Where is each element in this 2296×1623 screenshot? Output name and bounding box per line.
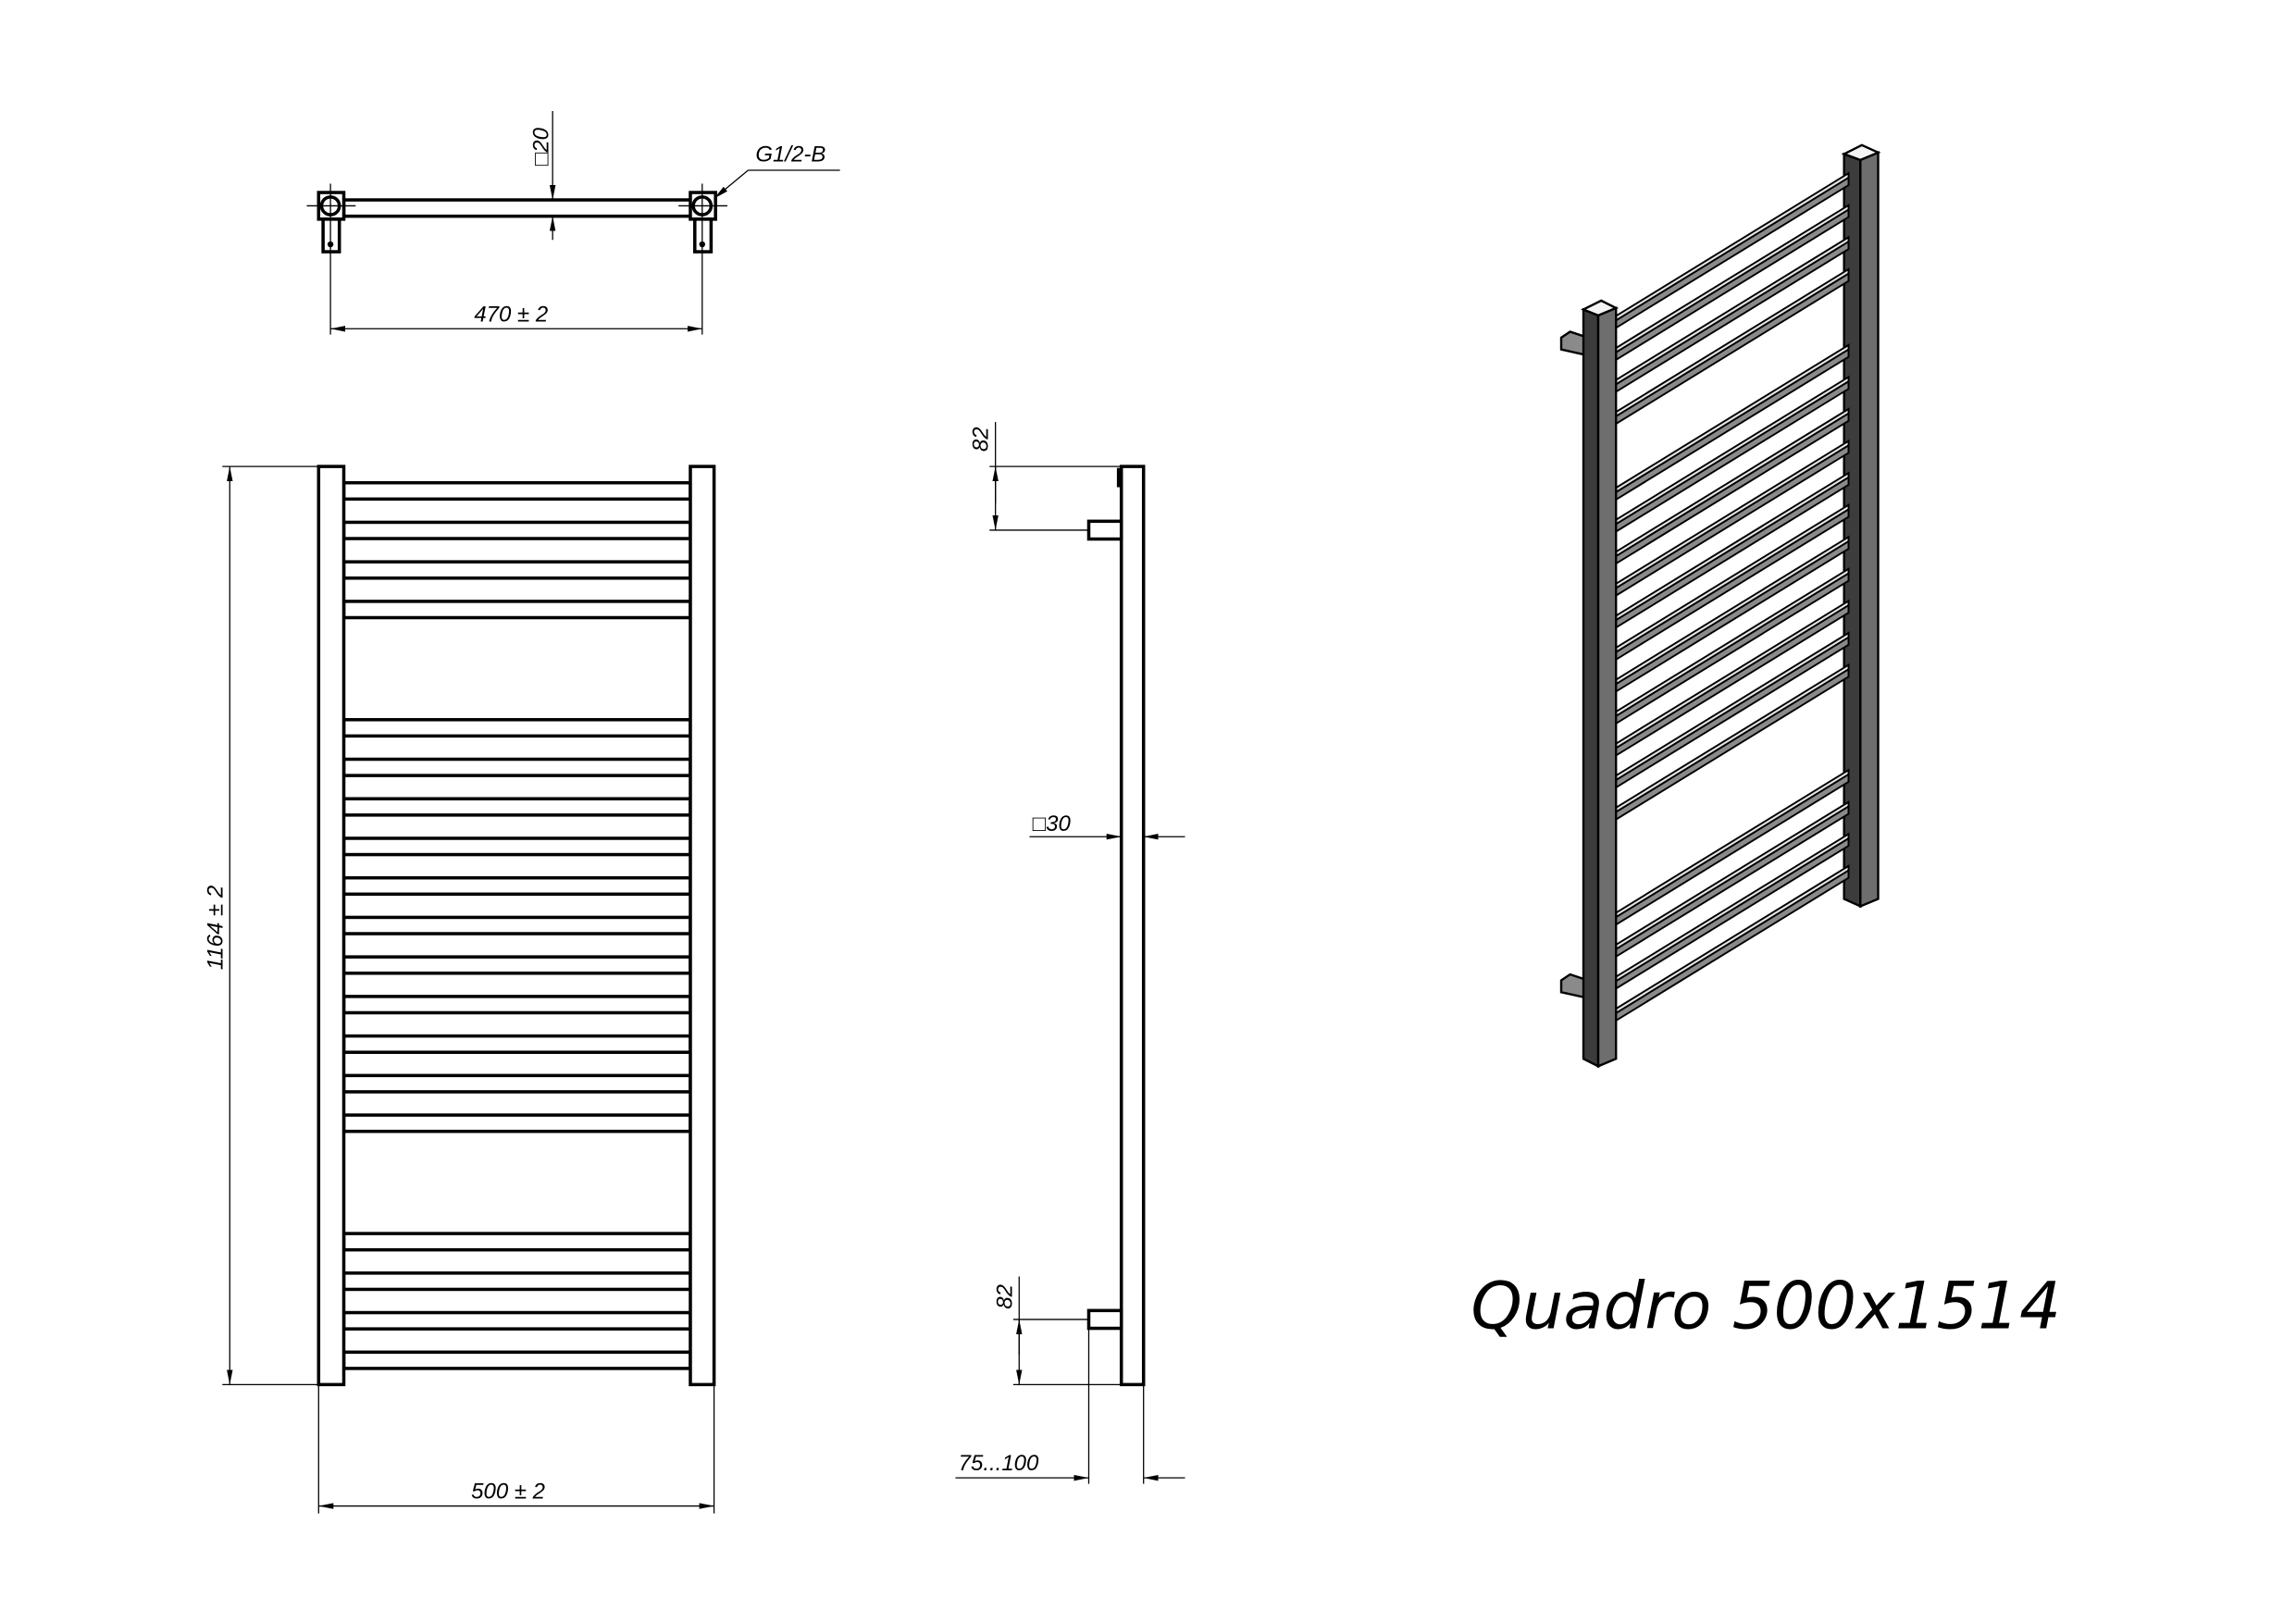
left-fitting <box>306 183 356 335</box>
right-fitting <box>678 183 727 335</box>
front-bars <box>341 480 692 1370</box>
front-bar <box>341 955 692 975</box>
front-bar <box>341 757 692 777</box>
front-bar <box>341 1073 692 1094</box>
front-bar <box>341 1113 692 1134</box>
front-bar <box>341 600 692 620</box>
top-view: □20 G1/2-B 470 ± 2 <box>306 111 840 335</box>
front-bar <box>341 520 692 540</box>
thread-leader: G1/2-B <box>714 142 840 199</box>
right-column <box>689 465 716 1387</box>
front-bar <box>341 995 692 1015</box>
front-bar <box>341 797 692 817</box>
width-label: 500 ± 2 <box>471 1480 545 1505</box>
front-bar <box>341 480 692 502</box>
product-title: Quadro 500x1514 <box>1471 1269 2061 1344</box>
axis-distance-dimension: 470 ± 2 <box>330 302 702 332</box>
left-iso-column <box>1581 299 1620 1069</box>
front-bar <box>341 836 692 857</box>
front-view: 1164 ± 2 500 ± 2 <box>203 465 716 1514</box>
side-tab <box>1116 467 1122 488</box>
iso-bar-front <box>1613 207 1850 363</box>
column-size-label: □30 <box>1033 812 1072 836</box>
axis-distance-label: 470 ± 2 <box>474 302 548 327</box>
front-bar <box>341 1350 692 1370</box>
front-bar <box>341 1034 692 1054</box>
bottom-offset-label: 82 <box>992 1284 1017 1309</box>
front-bar <box>341 1271 692 1292</box>
iso-wall-brackets <box>1559 330 1590 1000</box>
top-offset-dimension: 82 <box>969 422 1122 531</box>
tube-size-label: □20 <box>528 127 553 166</box>
right-iso-column <box>1841 143 1881 909</box>
front-bar <box>341 1310 692 1331</box>
side-column <box>1119 465 1146 1387</box>
iso-bar-front <box>1613 412 1850 566</box>
column-size-dimension: □30 <box>1029 812 1185 840</box>
side-view: 82 82 □30 75...100 <box>955 422 1185 1484</box>
top-offset-label: 82 <box>969 427 994 452</box>
iso-bar-front <box>1613 836 1850 992</box>
width-dimension: 500 ± 2 <box>317 1384 715 1514</box>
iso-bar-front <box>1613 804 1850 960</box>
iso-bar-front <box>1613 176 1850 330</box>
tube-size-dimension: □20 <box>528 111 556 241</box>
wall-distance-label: 75...100 <box>959 1451 1039 1476</box>
thread-label: G1/2-B <box>755 142 825 167</box>
height-dimension: 1164 ± 2 <box>203 465 319 1385</box>
height-label: 1164 ± 2 <box>203 886 228 970</box>
isometric-view <box>1559 143 1881 1069</box>
front-bar <box>341 718 692 738</box>
top-connector <box>1086 519 1123 541</box>
left-column <box>316 465 346 1387</box>
iso-bars <box>1613 171 1850 1023</box>
bottom-connector <box>1086 1308 1123 1331</box>
front-bar <box>341 560 692 580</box>
front-bar <box>341 915 692 935</box>
top-view-bar <box>341 198 695 218</box>
front-bar <box>341 875 692 897</box>
front-bar <box>341 1232 692 1252</box>
bottom-offset-dimension: 82 <box>992 1276 1122 1385</box>
wall-distance-dimension: 75...100 <box>955 1328 1185 1484</box>
